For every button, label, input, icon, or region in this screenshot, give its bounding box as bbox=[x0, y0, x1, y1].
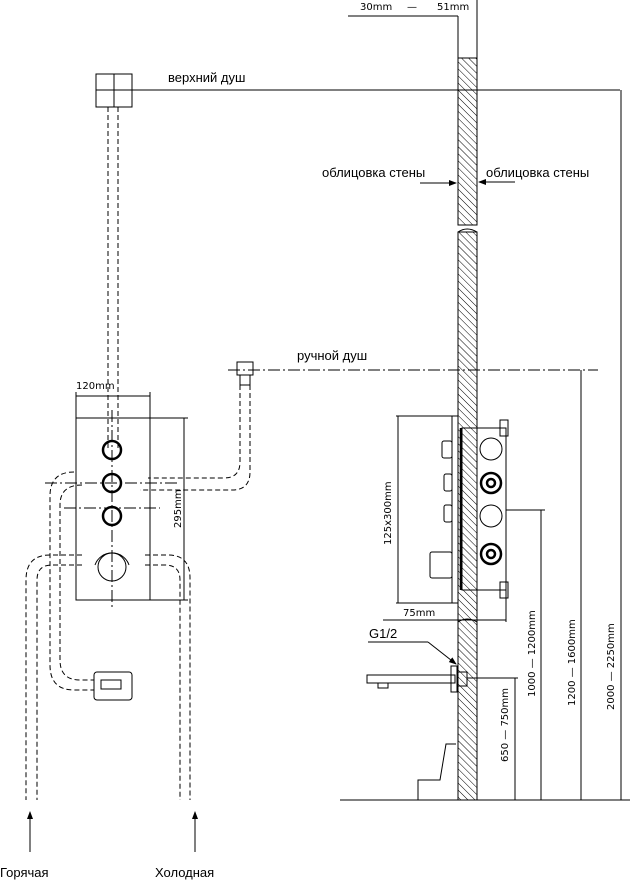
hand-shower-height-dim: 1200 — 1600mm bbox=[567, 619, 578, 706]
side-view: 30mm — 51mm облицовка стены облицовка ст… bbox=[322, 0, 630, 801]
box-size-dim: 125x300mm bbox=[383, 481, 394, 545]
hot-water-label: Горячая bbox=[0, 865, 49, 880]
wall-max-dim: 51mm bbox=[437, 2, 469, 13]
wall-cladding-right-label: облицовка стены bbox=[486, 165, 589, 180]
hand-shower-connector bbox=[236, 361, 254, 376]
panel-height-dim: 295mm bbox=[173, 489, 184, 528]
outlet-button-1 bbox=[101, 439, 123, 461]
top-shower-label: верхний душ bbox=[168, 70, 245, 85]
panel-width-dim: 120mm bbox=[76, 381, 115, 392]
thread-label: G1/2 bbox=[369, 626, 397, 641]
wall-dash: — bbox=[407, 2, 417, 13]
top-shower-height-dim: 2000 — 2250mm bbox=[606, 623, 617, 710]
front-view: 120mm 295mm Горячая Холодная верхний душ… bbox=[0, 70, 620, 880]
outlet-button-2 bbox=[101, 472, 123, 494]
cold-water-label: Холодная bbox=[155, 865, 214, 880]
depth-dim: 75mm bbox=[403, 608, 435, 619]
wall-upper bbox=[457, 57, 478, 226]
mixer-height-dim: 1000 — 1200mm bbox=[527, 610, 538, 697]
spout-height-dim: 650 — 750mm bbox=[500, 688, 511, 762]
wall-cladding-left-label: облицовка стены bbox=[322, 165, 425, 180]
bath-outlet-box bbox=[93, 671, 133, 701]
outlet-button-3 bbox=[101, 505, 123, 527]
hand-shower-label: ручной душ bbox=[297, 348, 367, 363]
bath-spout bbox=[366, 674, 456, 684]
wall-min-dim: 30mm bbox=[360, 2, 392, 13]
mixer-panel bbox=[75, 417, 151, 601]
